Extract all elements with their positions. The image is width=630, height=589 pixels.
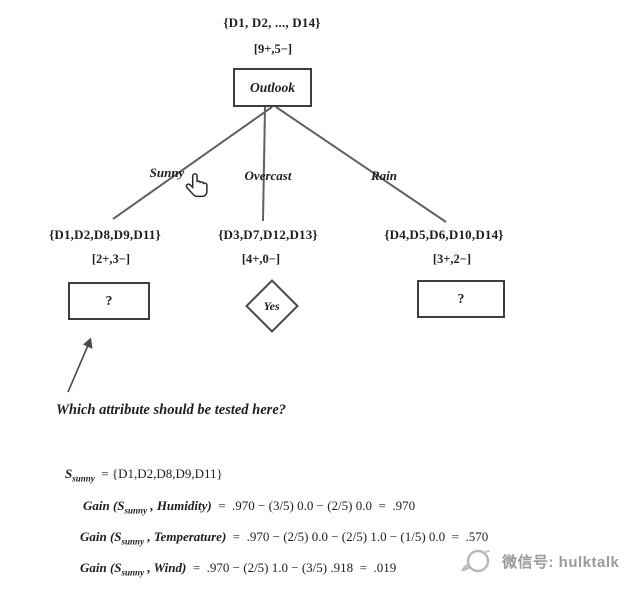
equation-subset-sunny: Ssunny = {D1,D2,D8,D9,D11} — [52, 450, 223, 500]
child-set-overcast: {D3,D7,D12,D13} — [218, 227, 318, 242]
annotation-question: Which attribute should be tested here? — [56, 402, 287, 418]
eq-argument: , Temperature) — [144, 529, 227, 544]
child-set-sunny: {D1,D2,D8,D9,D11} — [49, 227, 161, 242]
eq-expression: = .970 − (2/5) 0.0 − (2/5) 1.0 − (1/5) 0… — [226, 529, 489, 544]
branch-label-rain: Rain — [370, 168, 397, 183]
leaf-node-label: Yes — [264, 298, 280, 313]
child-counts-overcast: [4+,0−] — [241, 252, 281, 266]
leaf-node-label: ? — [457, 291, 465, 306]
eq-argument: , Wind) — [144, 560, 187, 575]
leaf-node-label: ? — [105, 293, 113, 308]
eq-function: Gain (S — [80, 560, 122, 575]
root-node-label: Outlook — [249, 79, 295, 95]
eq-subscript: sunny — [121, 567, 145, 578]
equation-gain-temperature: Gain (Ssunny , Temperature) = .970 − (2/… — [67, 513, 488, 563]
eq-expression: = .970 − (2/5) 1.0 − (3/5) .918 = .019 — [186, 560, 397, 575]
eq-symbol: S — [65, 466, 73, 481]
branch-label-overcast: Overcast — [244, 168, 292, 183]
child-counts-rain: [3+,2−] — [432, 252, 472, 266]
eq-argument: , Humidity) — [147, 498, 212, 513]
watermark-label: 微信号: hulktalk — [502, 554, 620, 571]
leaf-node-rain-unknown: ? — [417, 280, 505, 318]
eq-expression: = .970 − (3/5) 0.0 − (2/5) 0.0 = .970 — [211, 498, 416, 513]
branch-label-sunny: Sunny — [149, 165, 185, 180]
eq-function: Gain (S — [83, 498, 125, 513]
root-set-label: {D1, D2, ..., D14} — [223, 15, 321, 30]
equation-gain-humidity: Gain (Ssunny , Humidity) = .970 − (3/5) … — [70, 482, 415, 532]
eq-function: Gain (S — [80, 529, 122, 544]
root-node-outlook: Outlook — [233, 68, 312, 107]
equation-gain-wind: Gain (Ssunny , Wind) = .970 − (2/5) 1.0 … — [67, 544, 396, 589]
child-counts-sunny: [2+,3−] — [91, 252, 131, 266]
wechat-logo-icon — [461, 549, 490, 573]
leaf-node-sunny-unknown: ? — [68, 282, 150, 320]
eq-subscript: sunny — [72, 473, 95, 484]
child-set-rain: {D4,D5,D6,D10,D14} — [384, 227, 504, 242]
annotation-arrow — [67, 337, 93, 393]
hand-cursor-icon — [185, 173, 208, 198]
eq-body: = {D1,D2,D8,D9,D11} — [94, 466, 223, 481]
eq-subscript: sunny — [124, 505, 148, 516]
root-counts-label: [9+,5−] — [253, 42, 293, 56]
eq-subscript: sunny — [121, 536, 145, 547]
